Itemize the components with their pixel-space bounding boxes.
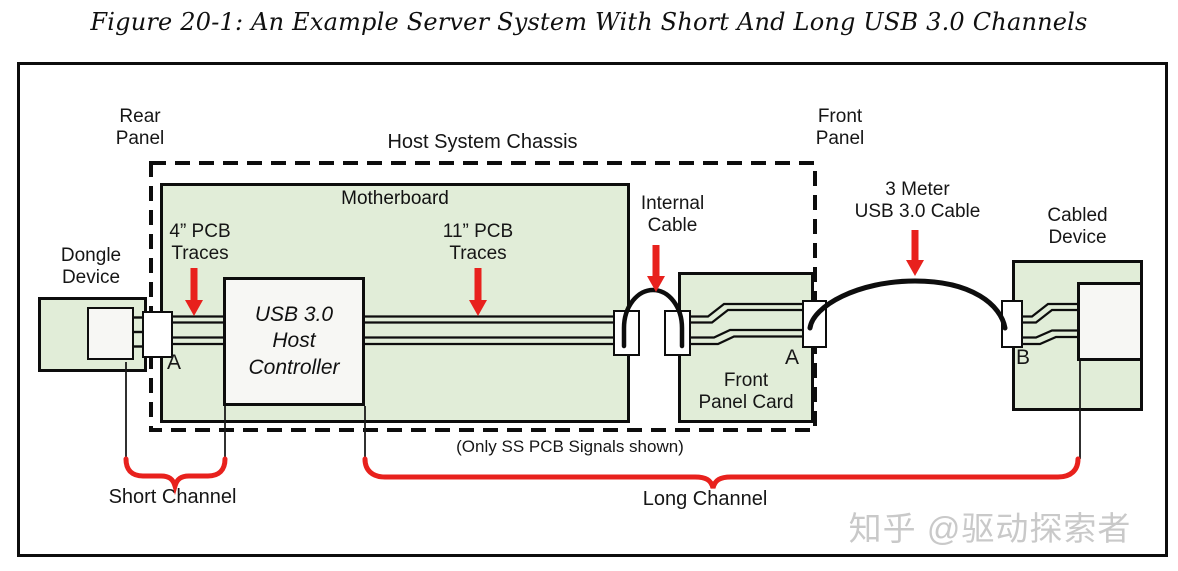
internal-cable-label: Internal Cable: [640, 193, 705, 237]
watermark-text: 知乎 @驱动探索者: [848, 510, 1132, 547]
figure-title: Figure 20-1: An Example Server System Wi…: [90, 8, 1088, 36]
front-panel-connector-a: [802, 300, 827, 348]
figure-border: [17, 62, 1168, 557]
front-port-a-label: A: [785, 346, 800, 369]
motherboard-label: Motherboard: [341, 188, 449, 209]
long-channel-label: Long Channel: [642, 488, 768, 510]
pcb-traces-4in-label: 4” PCB Traces: [169, 221, 231, 265]
internal-cable-connector-left: [613, 310, 640, 356]
short-channel-label: Short Channel: [108, 486, 237, 508]
pcb-traces-11in-label: 11” PCB Traces: [442, 221, 514, 265]
ss-signals-note: (Only SS PCB Signals shown): [456, 437, 684, 456]
dongle-device-label: Dongle Device: [60, 245, 122, 289]
front-panel-label: Front Panel: [815, 106, 865, 150]
usb3-host-controller-label: USB 3.0 Host Controller: [248, 303, 340, 379]
usb3-host-controller-box: USB 3.0 Host Controller: [223, 277, 365, 406]
device-port-b-label: B: [1016, 346, 1031, 369]
cabled-device-connector-b: [1001, 300, 1023, 348]
front-panel-card-label: Front Panel Card: [698, 370, 794, 414]
cabled-device-inner-box: [1077, 282, 1143, 361]
dongle-plug-box: [87, 307, 134, 360]
rear-port-a-label: A: [167, 351, 182, 374]
cabled-device-label: Cabled Device: [1047, 205, 1108, 249]
host-system-chassis-label: Host System Chassis: [387, 131, 578, 153]
rear-panel-label: Rear Panel: [115, 106, 165, 150]
usb-cable-3m-label: 3 Meter USB 3.0 Cable: [854, 179, 981, 223]
internal-cable-connector-right: [664, 310, 691, 356]
